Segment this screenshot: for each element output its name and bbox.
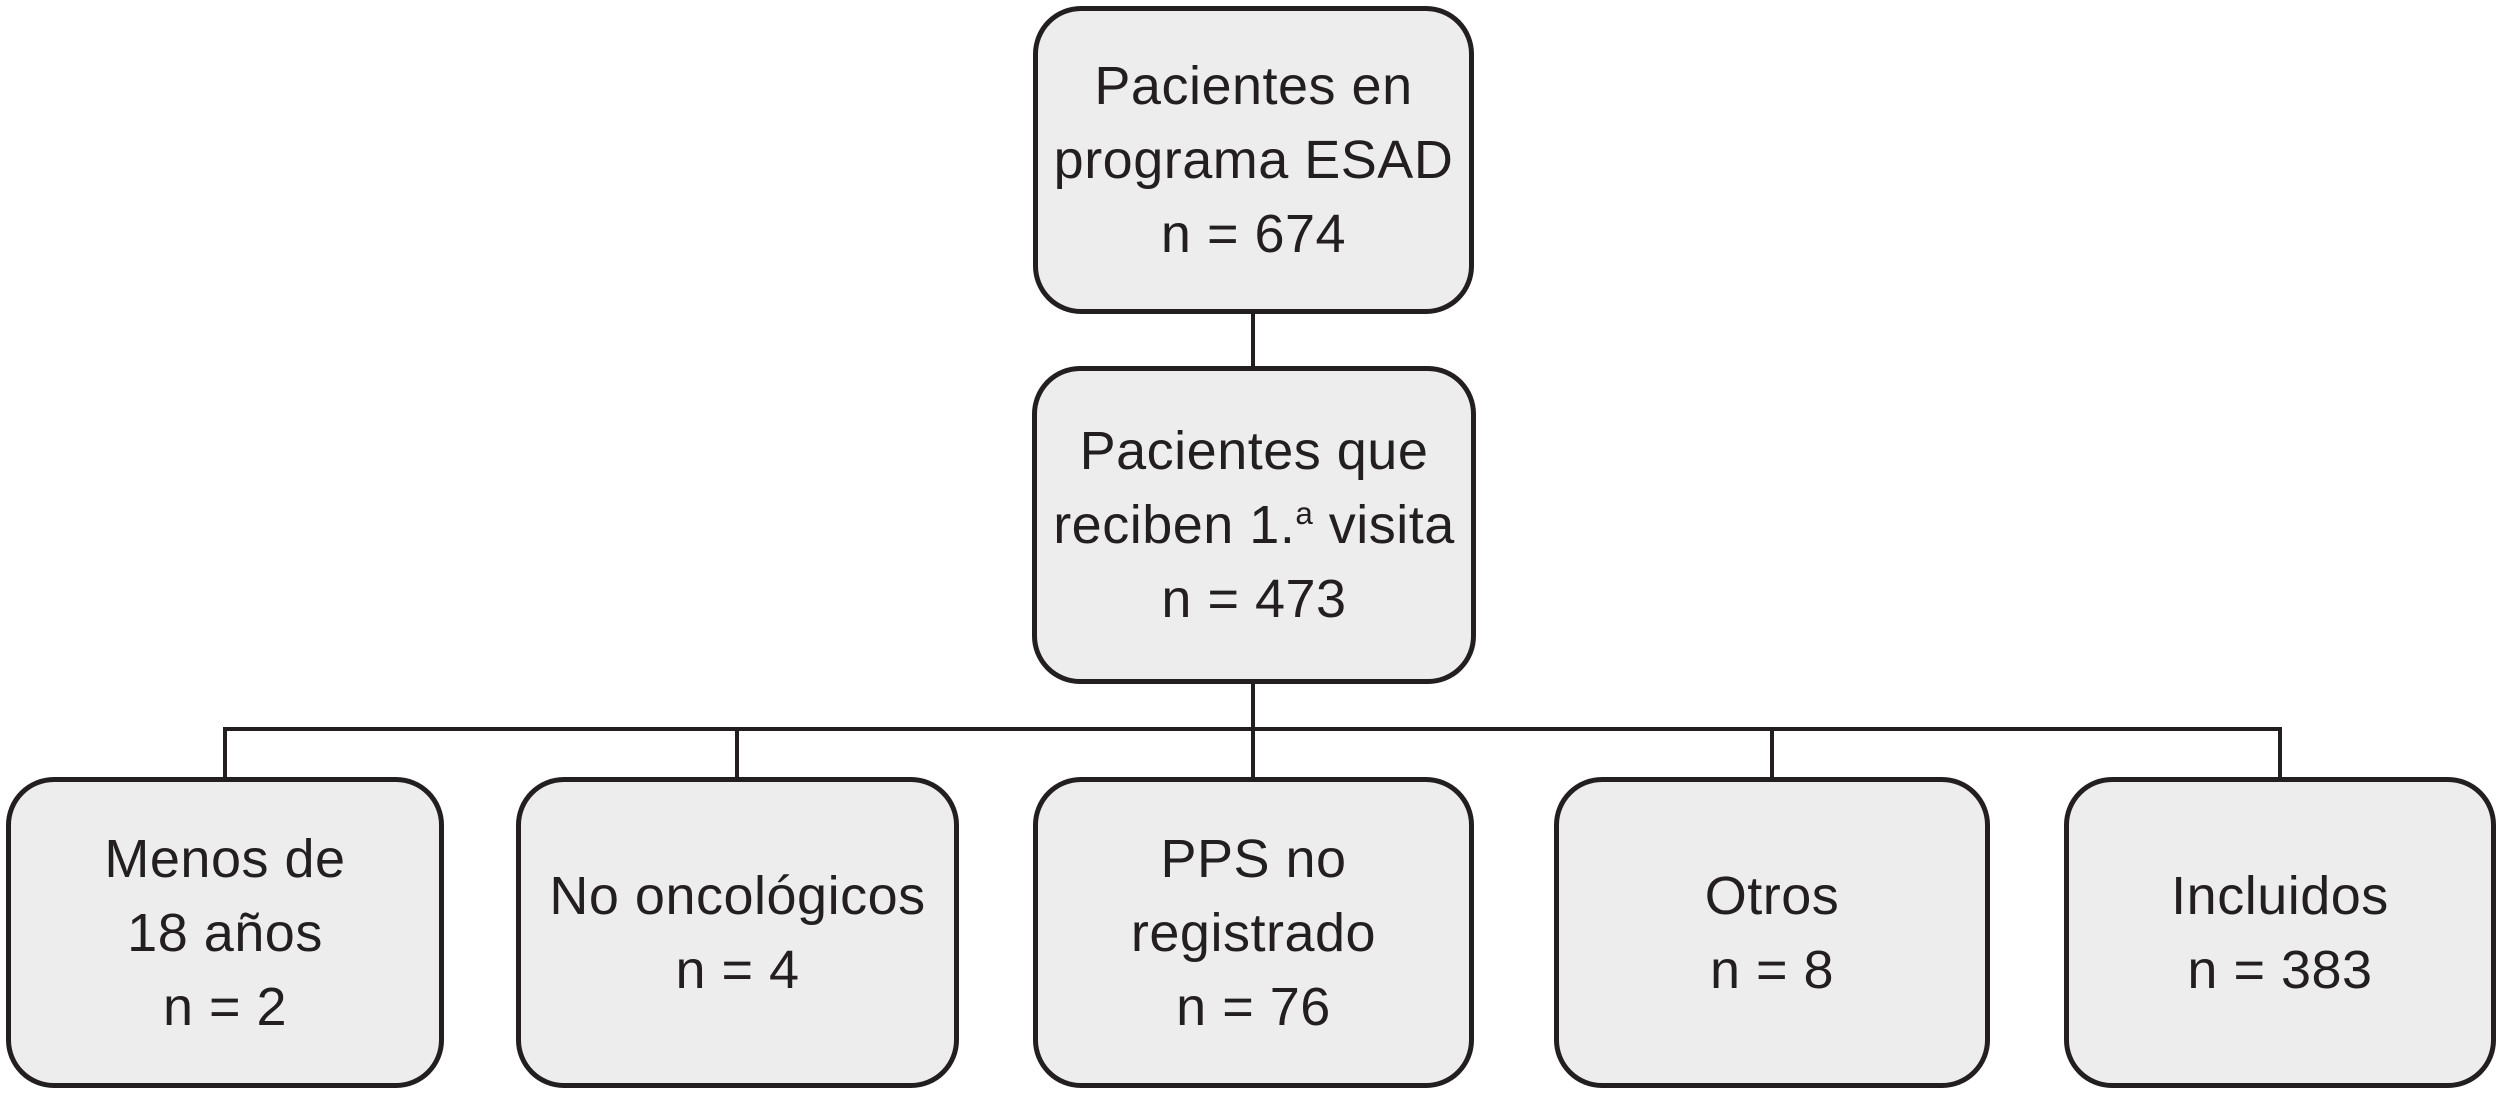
node-text-line: Pacientes en	[1094, 56, 1413, 116]
node-text-line: No oncológicos	[549, 865, 926, 926]
node-count: n = 4	[675, 939, 800, 1000]
node-count: n = 674	[1160, 204, 1347, 264]
node-text-line: reciben 1.a visita	[1053, 488, 1455, 562]
connector-first-visit-to-branch-bar	[1251, 682, 1255, 780]
node-text-line: PPS no	[1160, 828, 1347, 889]
node-included: Incluidos n = 383	[2064, 777, 2496, 1088]
node-count: n = 8	[1709, 939, 1835, 1000]
node-non-oncologic: No oncológicos n = 4	[516, 777, 959, 1088]
ordinal-superscript: a	[1295, 496, 1314, 531]
node-text-line: registrado	[1130, 902, 1377, 963]
connector-branch-bar	[223, 727, 2282, 731]
node-count: n = 2	[162, 976, 288, 1037]
connector-drop-others	[1770, 727, 1774, 780]
connector-drop-included	[2278, 727, 2282, 780]
node-esad-program: Pacientes en programa ESAD n = 674	[1033, 6, 1474, 314]
node-pps-not-recorded: PPS no registrado n = 76	[1033, 777, 1474, 1088]
node-count: n = 383	[2187, 939, 2373, 1000]
node-text-line: Otros	[1704, 865, 1840, 926]
node-count: n = 473	[1161, 569, 1347, 629]
node-under-18: Menos de 18 años n = 2	[6, 777, 444, 1088]
node-text-line: programa ESAD	[1053, 130, 1454, 190]
node-text-line: 18 años	[127, 902, 323, 963]
node-text-line: Incluidos	[2171, 865, 2389, 926]
connector-root-to-first-visit	[1251, 312, 1255, 370]
node-text-segment: visita	[1313, 495, 1455, 555]
node-others: Otros n = 8	[1554, 777, 1990, 1088]
connector-drop-non-oncologic	[735, 727, 739, 780]
node-text-segment: reciben 1.	[1053, 495, 1296, 555]
node-text-line: Pacientes que	[1079, 421, 1429, 481]
node-first-visit: Pacientes que reciben 1.a visita n = 473	[1032, 366, 1476, 684]
node-text-line: Menos de	[104, 828, 346, 889]
node-count: n = 76	[1176, 976, 1331, 1037]
connector-drop-under-18	[223, 727, 227, 780]
